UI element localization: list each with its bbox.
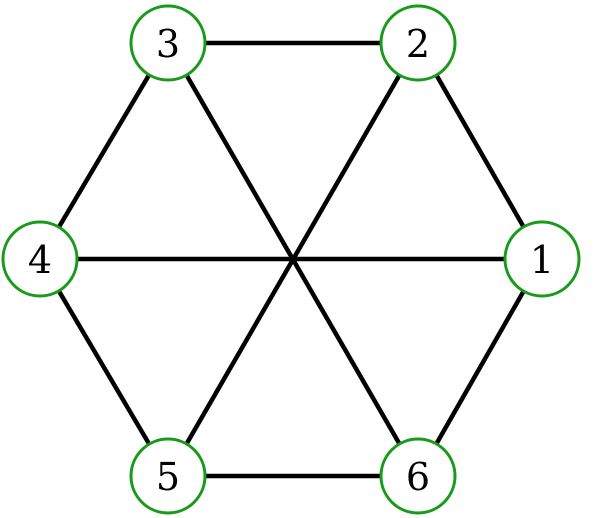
edge-4-3 — [38, 41, 170, 261]
node-5: 5 — [129, 437, 207, 515]
node-4: 4 — [1, 220, 79, 298]
node-circle — [379, 4, 457, 82]
edge-1-6 — [416, 257, 544, 478]
node-3: 3 — [129, 4, 207, 82]
node-label: 1 — [530, 238, 554, 282]
nodes-layer: 1 2 3 4 5 6 — [1, 4, 581, 515]
node-label: 4 — [28, 238, 52, 282]
node-circle — [129, 4, 207, 82]
node-6: 6 — [379, 437, 457, 515]
node-circle — [1, 220, 79, 298]
edge-2-1 — [416, 41, 544, 261]
node-circle — [503, 220, 581, 298]
node-label: 3 — [156, 22, 180, 66]
node-label: 6 — [406, 455, 430, 499]
node-2: 2 — [379, 4, 457, 82]
edge-5-4 — [38, 257, 170, 478]
node-1: 1 — [503, 220, 581, 298]
node-circle — [379, 437, 457, 515]
edges-layer — [38, 40, 544, 479]
node-label: 2 — [406, 22, 430, 66]
node-label: 5 — [156, 455, 180, 499]
node-circle — [129, 437, 207, 515]
